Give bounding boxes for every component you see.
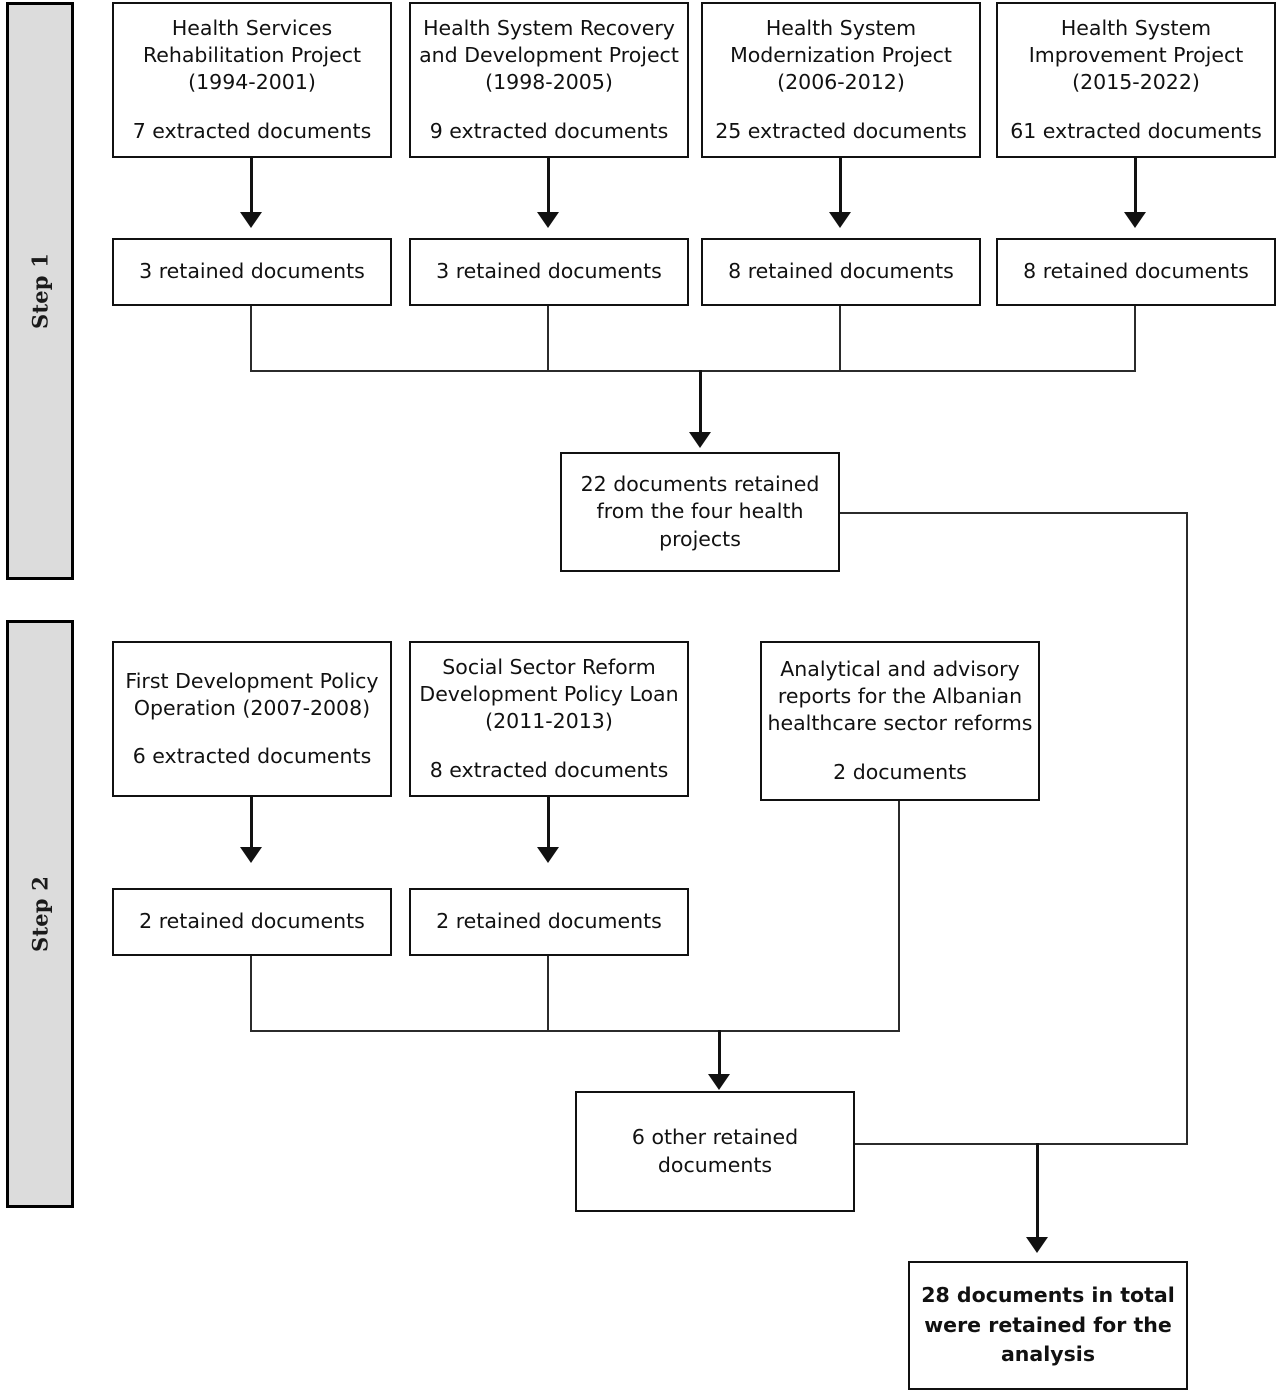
step1-summary-box: 22 documents retained from the four heal…	[560, 452, 840, 572]
project-box-2: Health System Recovery and Development P…	[409, 2, 689, 158]
arrow-head-project-4	[1124, 212, 1146, 228]
step2-summary-text: 6 other retained documents	[631, 1125, 799, 1177]
merge-bus-step1	[250, 370, 1136, 372]
step2-retained-box-1-count: 2 retained documents	[139, 909, 365, 934]
arrow-line-step1-summary	[699, 370, 702, 434]
project-box-1-title: Health Services Rehabilitation Project (…	[142, 16, 362, 95]
arrow-line-project-2	[547, 158, 550, 214]
source-box-3-title: Analytical and advisory reports for the …	[767, 657, 1033, 736]
step1-summary-text: 22 documents retained from the four heal…	[580, 472, 820, 551]
project-box-3: Health System Modernization Project (200…	[701, 2, 981, 158]
step-band-1: Step 1	[6, 2, 74, 580]
arrow-line-source-1	[250, 797, 253, 849]
source-box-1: First Development Policy Operation (2007…	[112, 641, 392, 797]
arrow-head-source-2	[537, 847, 559, 863]
merge-drop-3	[839, 306, 841, 372]
retained-box-3: 8 retained documents	[701, 238, 981, 306]
arrow-head-project-1	[240, 212, 262, 228]
route-step2-right	[855, 1143, 1188, 1145]
retained-box-1-count: 3 retained documents	[139, 259, 365, 284]
retained-box-2: 3 retained documents	[409, 238, 689, 306]
project-box-3-count: 25 extracted documents	[715, 118, 967, 143]
arrow-line-project-4	[1134, 158, 1137, 214]
project-box-1-count: 7 extracted documents	[132, 118, 372, 143]
source-box-2: Social Sector Reform Development Policy …	[409, 641, 689, 797]
project-box-2-title: Health System Recovery and Development P…	[419, 16, 679, 95]
source-box-3: Analytical and advisory reports for the …	[760, 641, 1040, 801]
step-band-2: Step 2	[6, 620, 74, 1208]
route-summary-right	[840, 512, 1188, 514]
project-box-4-count: 61 extracted documents	[1010, 118, 1262, 143]
source-box-2-count: 8 extracted documents	[429, 757, 669, 782]
step2-retained-box-1: 2 retained documents	[112, 888, 392, 956]
arrow-head-project-3	[829, 212, 851, 228]
total-box: 28 documents in total were retained for …	[908, 1261, 1188, 1390]
merge-drop-1	[250, 306, 252, 372]
merge-drop-2	[547, 306, 549, 372]
retained-box-4-count: 8 retained documents	[1023, 259, 1249, 284]
project-box-2-count: 9 extracted documents	[429, 118, 669, 143]
source-box-3-count: 2 documents	[833, 759, 967, 784]
step-2-label: Step 2	[27, 875, 53, 953]
route-analytical-down	[898, 801, 900, 1031]
retained-box-1: 3 retained documents	[112, 238, 392, 306]
arrow-head-step1-summary	[689, 432, 711, 448]
arrow-head-final	[1026, 1237, 1048, 1253]
source-box-1-count: 6 extracted documents	[132, 744, 372, 769]
merge-bus-step2	[250, 1030, 900, 1032]
step2-merge-drop-1	[250, 956, 252, 1032]
arrow-line-project-3	[839, 158, 842, 214]
retained-box-4: 8 retained documents	[996, 238, 1276, 306]
source-box-2-title: Social Sector Reform Development Policy …	[419, 655, 679, 734]
arrow-line-step2-summary	[718, 1030, 721, 1076]
project-box-4-title: Health System Improvement Project (2015-…	[1028, 16, 1244, 95]
step2-merge-drop-2	[547, 956, 549, 1032]
arrow-line-project-1	[250, 158, 253, 214]
retained-box-3-count: 8 retained documents	[728, 259, 954, 284]
arrow-head-project-2	[537, 212, 559, 228]
retained-box-2-count: 3 retained documents	[436, 259, 662, 284]
arrow-line-final	[1036, 1143, 1039, 1239]
project-box-3-title: Health System Modernization Project (200…	[730, 16, 952, 95]
project-box-1: Health Services Rehabilitation Project (…	[112, 2, 392, 158]
step-1-label: Step 1	[27, 252, 53, 330]
arrow-head-source-1	[240, 847, 262, 863]
arrow-head-step2-summary	[708, 1074, 730, 1090]
merge-drop-4	[1134, 306, 1136, 372]
total-text: 28 documents in total were retained for …	[921, 1282, 1175, 1367]
step2-summary-box: 6 other retained documents	[575, 1091, 855, 1212]
step2-retained-box-2-count: 2 retained documents	[436, 909, 662, 934]
route-summary-down	[1186, 512, 1188, 1144]
step2-retained-box-2: 2 retained documents	[409, 888, 689, 956]
source-box-1-title: First Development Policy Operation (2007…	[125, 668, 379, 720]
project-box-4: Health System Improvement Project (2015-…	[996, 2, 1276, 158]
arrow-line-source-2	[547, 797, 550, 849]
